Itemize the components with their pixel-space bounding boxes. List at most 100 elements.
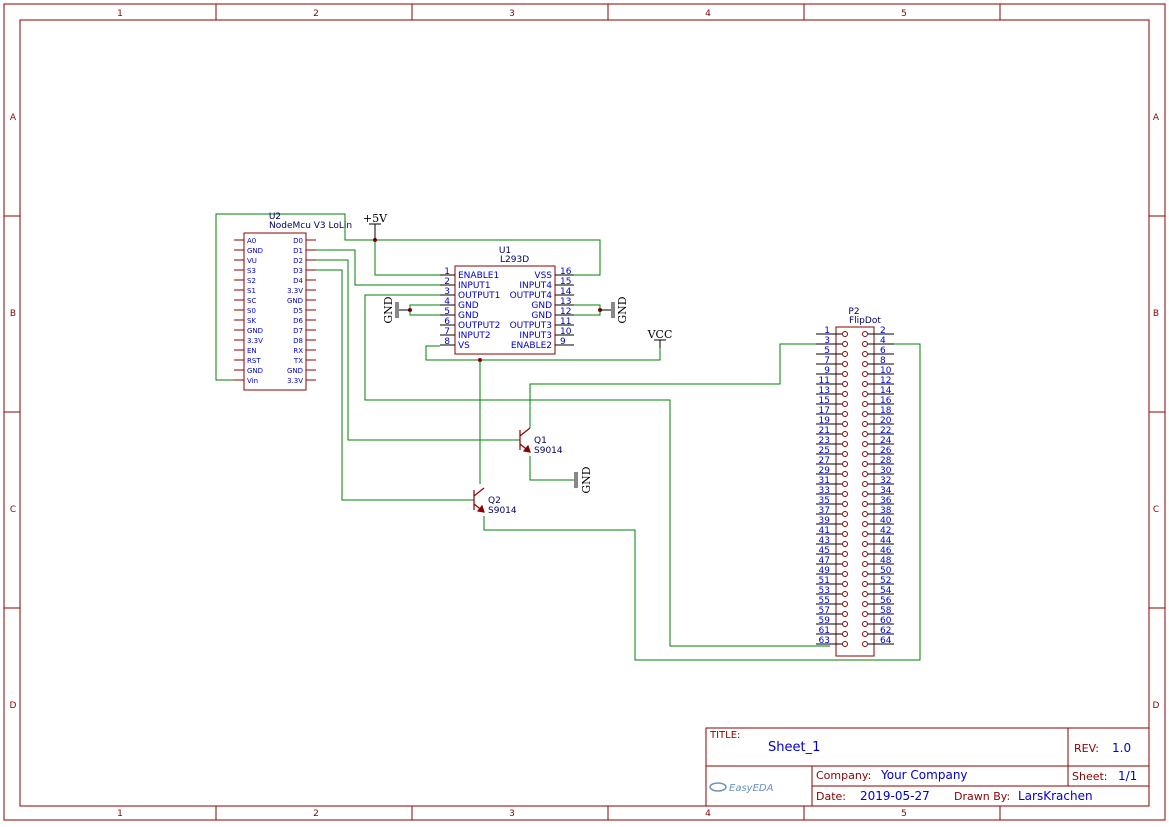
transistor-q2: Q2 S9014: [473, 487, 517, 516]
p2-pin-number: 38: [880, 506, 892, 516]
p2-pin-contact: [862, 511, 868, 517]
u2-pin-label: D7: [293, 327, 303, 335]
row-label-left: D: [10, 701, 17, 711]
p2-pin-contact: [862, 641, 868, 647]
ground-right: GND: [600, 296, 629, 324]
u2-pin-label: GND: [247, 327, 263, 335]
wire-vs-vcc: [425, 340, 661, 361]
p2-pin-number: 44: [880, 536, 892, 546]
p2-pin-contact: [862, 621, 868, 627]
p2-pin-contact: [842, 521, 848, 527]
p2-pin-number: 52: [880, 576, 891, 586]
u1-pin-name: VSS: [534, 271, 552, 281]
component-u2: U2 NodeMcu V3 LoLin A0GNDVUS3S2S1SCS0SKG…: [234, 212, 352, 391]
p2-pin-number: 14: [880, 386, 892, 396]
u2-pin-label: 3.3V: [247, 337, 263, 345]
u1-pin-number: 14: [560, 287, 572, 297]
p2-pin-contact: [862, 371, 868, 377]
p2-pin-contact: [862, 631, 868, 637]
wire-q2-p2: [483, 343, 921, 661]
p2-pin-number: 2: [880, 326, 886, 336]
p2-pin-number: 24: [880, 436, 892, 446]
u1-pin-name: OUTPUT3: [510, 321, 552, 331]
u1-pin-number: 12: [560, 307, 571, 317]
u2-pin-label: SC: [247, 297, 256, 305]
u2-name: NodeMcu V3 LoLin: [269, 221, 352, 231]
p2-pin-number: 39: [819, 516, 831, 526]
p2-pin-contact: [842, 421, 848, 427]
p2-pin-contact: [842, 551, 848, 557]
p2-pin-contact: [862, 381, 868, 387]
wire-gnd-right: [574, 304, 601, 316]
p2-pin-contact: [862, 401, 868, 407]
u1-pin-name: GND: [531, 311, 552, 321]
q1-designator: Q1: [534, 436, 547, 446]
p2-pin-contact: [862, 471, 868, 477]
u2-pin-label: D0: [293, 237, 303, 245]
p2-pin-contact: [842, 331, 848, 337]
row-label-left: C: [10, 505, 16, 515]
u1-pin-name: ENABLE2: [511, 341, 552, 351]
p2-pin-contact: [862, 431, 868, 437]
wire-output1-p2: [364, 294, 830, 647]
drawn-label: Drawn By:: [954, 790, 1010, 803]
u2-pin-label: EN: [247, 347, 257, 355]
u1-pin-name: GND: [531, 301, 552, 311]
p2-pin-contact: [862, 451, 868, 457]
u1-pin-number: 6: [444, 317, 450, 327]
col-label-top: 5: [901, 9, 907, 19]
u1-pin-name: OUTPUT4: [510, 291, 553, 301]
p2-pin-number: 5: [824, 346, 830, 356]
p2-pin-contact: [842, 501, 848, 507]
p2-pin-contact: [862, 421, 868, 427]
component-p2: P2 FlipDot 13579111315171921232527293133…: [816, 307, 894, 657]
u2-pin-label: A0: [247, 237, 256, 245]
p2-pin-contact: [842, 631, 848, 637]
sheet-label: Sheet:: [1072, 770, 1108, 783]
u1-pin-name: GND: [458, 301, 479, 311]
p2-pin-number: 55: [819, 596, 830, 606]
u2-pin-label: GND: [247, 367, 263, 375]
p2-pin-number: 58: [880, 606, 892, 616]
u1-pin-name: OUTPUT1: [458, 291, 500, 301]
junction-dot: [478, 358, 482, 362]
p2-pin-contact: [842, 391, 848, 397]
p2-pin-number: 36: [880, 496, 892, 506]
p2-pin-number: 28: [880, 456, 892, 466]
wire-q1-p2: [529, 343, 830, 428]
p2-pin-number: 42: [880, 526, 891, 536]
u1-pin-number: 16: [560, 267, 572, 277]
u2-pin-label: 3.3V: [287, 377, 303, 385]
easyeda-logo: EasyEDA: [709, 782, 774, 794]
date-label: Date:: [816, 790, 846, 803]
p2-pin-number: 15: [819, 396, 830, 406]
u1-pin-name: INPUT1: [458, 281, 491, 291]
frame-labels: 1 2 3 4 5 1 2 3 4 5 A B C D A B C D: [10, 9, 1160, 819]
title-block: TITLE: Sheet_1 REV: 1.0 Company: Your Co…: [705, 727, 1150, 807]
wire-d3-q2: [316, 269, 474, 501]
wire-vin-5v: [215, 213, 601, 381]
q1-name: S9014: [534, 446, 563, 456]
u2-pin-label: D1: [293, 247, 303, 255]
wires: [215, 213, 921, 661]
p2-pin-number: 48: [880, 556, 892, 566]
p2-pin-number: 3: [824, 336, 830, 346]
u2-pin-label: TX: [293, 357, 303, 365]
plus5v-label: +5V: [363, 212, 388, 225]
p2-pin-number: 27: [819, 456, 830, 466]
u2-pin-label: D4: [293, 277, 303, 285]
p2-pin-contact: [862, 561, 868, 567]
u2-pin-label: SK: [247, 317, 256, 325]
wire-q1-gnd: [529, 456, 575, 481]
row-label-right: B: [1153, 309, 1159, 319]
p2-pin-contact: [842, 511, 848, 517]
u2-pin-label: D5: [293, 307, 303, 315]
p2-pin-number: 25: [819, 446, 830, 456]
u2-pin-label: GND: [287, 297, 303, 305]
u1-pin-number: 5: [444, 307, 450, 317]
p2-pin-number: 18: [880, 406, 892, 416]
col-label-bottom: 2: [313, 809, 319, 819]
p2-pin-number: 17: [819, 406, 830, 416]
p2-pin-contact: [862, 581, 868, 587]
